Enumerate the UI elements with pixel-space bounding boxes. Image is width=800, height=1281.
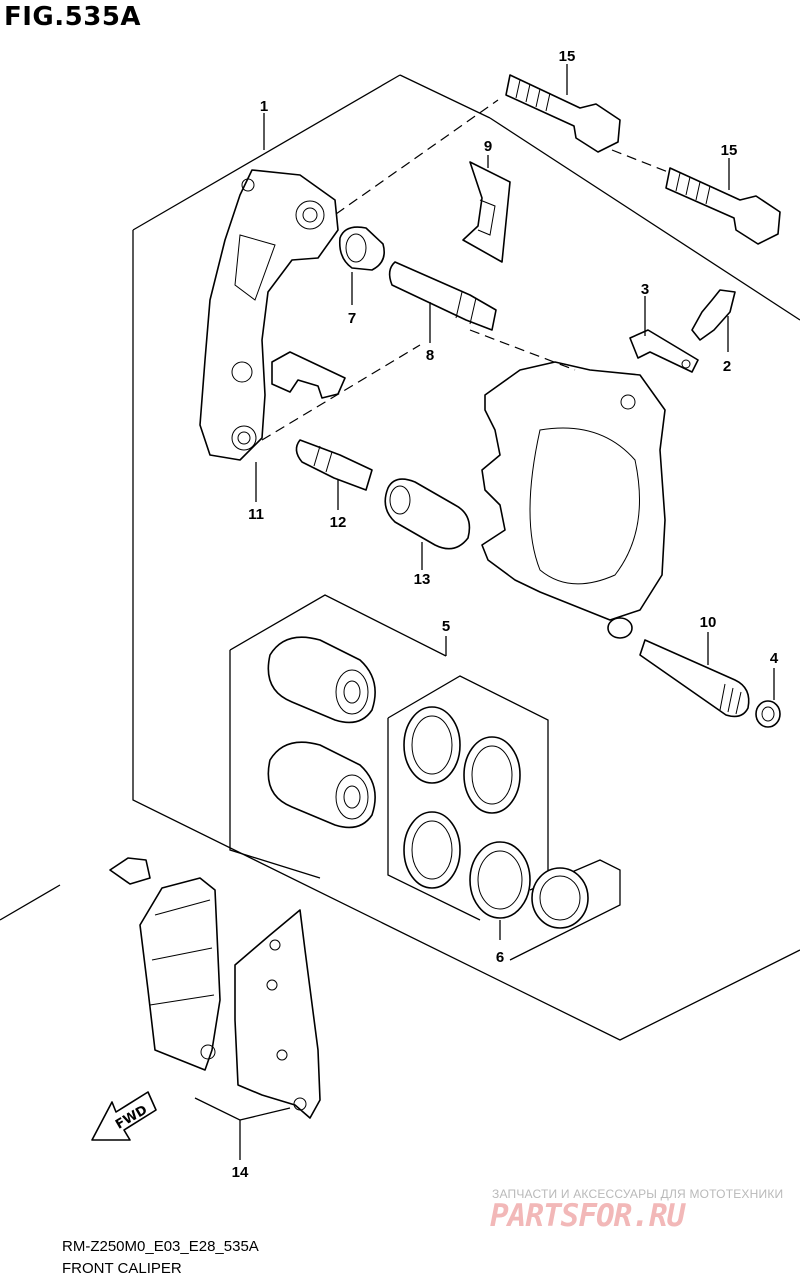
slide-bolt-10 — [639, 639, 750, 718]
boot-pin-13 — [384, 478, 471, 550]
pad-retainer — [462, 161, 511, 263]
seal-rings — [403, 706, 589, 929]
callout-10: 10 — [700, 614, 717, 631]
callout-3: 3 — [641, 281, 649, 298]
diagram-code: RM-Z250M0_E03_E28_535A — [62, 1238, 259, 1255]
diagram-name: FRONT CALIPER — [62, 1260, 182, 1277]
callout-4: 4 — [770, 650, 779, 667]
piston-lower — [267, 741, 376, 829]
watermark-logo: PARTSFOR.RU — [490, 1198, 685, 1234]
slide-pin-12 — [295, 439, 373, 491]
mounting-bolt-lower — [665, 167, 781, 245]
callout-13: 13 — [414, 571, 431, 588]
pad-clip — [109, 857, 151, 885]
callout-9: 9 — [484, 138, 492, 155]
pad-spring — [271, 351, 346, 399]
boot — [338, 226, 385, 271]
caliper-bracket — [199, 169, 339, 461]
callout-15-lower: 15 — [721, 142, 738, 159]
brake-pad-rear — [234, 909, 321, 1119]
leader-lines — [239, 64, 775, 1160]
callout-15-upper: 15 — [559, 48, 576, 65]
piston-upper — [267, 636, 376, 724]
callout-2: 2 — [723, 358, 731, 375]
forward-arrow-icon: FWD — [91, 1091, 157, 1141]
seal-frame — [387, 675, 621, 961]
callout-11: 11 — [248, 506, 264, 523]
slide-pin-8 — [388, 261, 497, 331]
piston-frame — [229, 594, 447, 879]
callouts: 1 2 3 4 5 6 7 8 9 10 11 12 13 14 15 15 — [232, 48, 779, 1181]
brake-pad-front — [139, 877, 221, 1071]
plug — [629, 329, 699, 373]
assembly-guides — [261, 99, 669, 441]
callout-7: 7 — [348, 310, 356, 327]
assembly-frame — [0, 74, 800, 1041]
cap — [755, 700, 781, 728]
callout-8: 8 — [426, 347, 434, 364]
callout-1: 1 — [260, 98, 268, 115]
bleeder-valve — [691, 289, 736, 341]
watermark-caption: ЗАПЧАСТИ И АКСЕССУАРЫ ДЛЯ МОТОТЕХНИКИ — [492, 1187, 784, 1201]
callout-5: 5 — [442, 618, 450, 635]
callout-12: 12 — [330, 514, 347, 531]
caliper-body — [481, 361, 666, 639]
mounting-bolt-upper — [505, 74, 621, 153]
callout-6: 6 — [496, 949, 504, 966]
callout-14: 14 — [232, 1164, 249, 1181]
figure-title: FIG.535A — [4, 2, 142, 32]
